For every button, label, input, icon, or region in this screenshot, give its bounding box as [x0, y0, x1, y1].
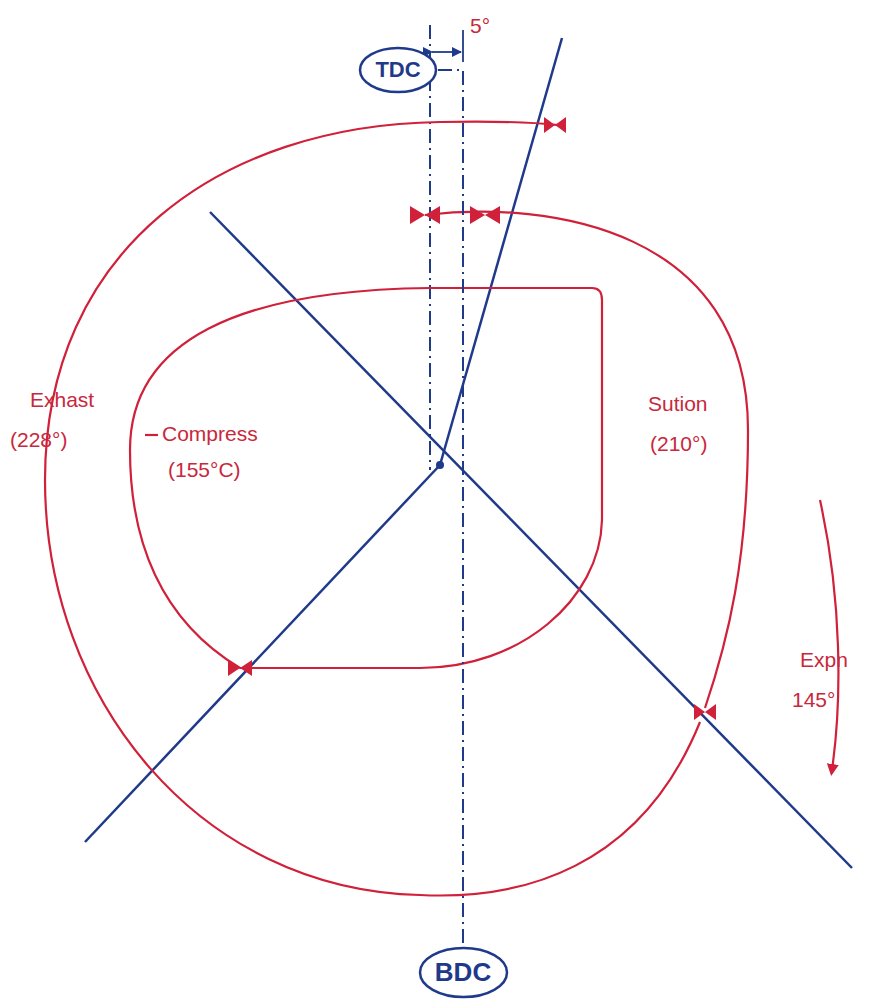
angle-label: Sution — [648, 392, 708, 416]
angle-label: Expn — [800, 648, 848, 672]
dead-centre-label: TDC — [375, 57, 420, 83]
angle-label: Exhast — [30, 388, 94, 412]
dead-centre-label: BDC — [435, 957, 491, 988]
angle-label: 5° — [470, 14, 490, 38]
circled-label: BDC — [418, 946, 509, 999]
angle-label: (210°) — [650, 432, 707, 456]
angle-label: Compress — [162, 422, 258, 446]
angle-label: 145° — [792, 688, 835, 712]
circled-label: TDC — [358, 46, 438, 94]
centre-line — [438, 70, 463, 946]
angle-label: (228°) — [10, 428, 67, 452]
angle-label: (155°C) — [168, 458, 241, 482]
